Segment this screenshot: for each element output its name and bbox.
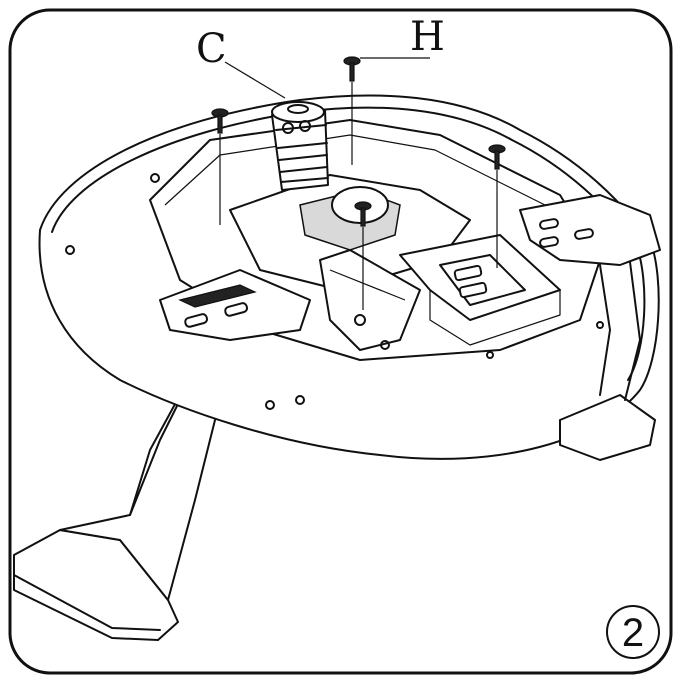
label-c: C (196, 26, 227, 72)
screw-top (343, 56, 361, 165)
step-number-circle (606, 605, 660, 659)
label-h: H (410, 14, 445, 60)
left-bracket (159, 269, 311, 341)
step-number: 2 (622, 611, 644, 655)
callout-line-c (224, 61, 286, 99)
screw-left (211, 108, 229, 225)
gas-lift-cylinder (271, 101, 329, 191)
screw-center (354, 201, 372, 310)
slide-bracket (399, 234, 561, 346)
right-armrest (519, 194, 661, 461)
screw-right (488, 144, 506, 268)
